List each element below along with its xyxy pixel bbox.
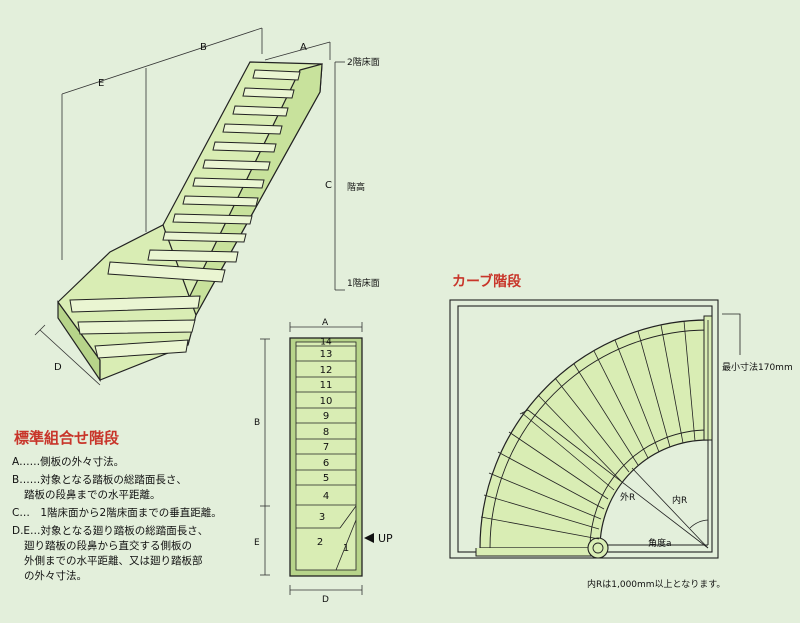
plan-step-1: 1 <box>343 543 349 554</box>
plan-step-6: 6 <box>323 458 329 469</box>
plan-step-5: 5 <box>323 473 329 484</box>
outer-radius-label: 外R <box>620 491 635 503</box>
floor2-label: 2階床面 <box>347 56 380 68</box>
plan-step-8: 8 <box>323 427 329 438</box>
iso-label-b: B <box>200 42 207 53</box>
floor-height-label: 階高 <box>347 181 365 193</box>
plan-step-9: 9 <box>323 411 329 422</box>
up-arrow-icon <box>364 533 374 543</box>
plan-step-13: 13 <box>320 349 333 360</box>
definition-de: D.E…対象となる廻り踏板の総踏面長さ、 廻り踏板の段鼻から直交する側板の 外側… <box>12 525 209 582</box>
floor1-label: 1階床面 <box>347 277 380 289</box>
plan-view <box>260 322 363 595</box>
definitions-legend: A……側板の外々寸法。 B……対象となる踏板の総踏面長さ、 踏板の段鼻までの水平… <box>12 455 282 587</box>
curve-stair <box>449 299 741 559</box>
definition-c: C… 1階床面から2階床面までの垂直距離。 <box>12 507 222 519</box>
iso-label-e: E <box>98 78 104 89</box>
iso-label-d: D <box>54 362 62 373</box>
up-label: UP <box>378 532 393 545</box>
plan-label-d: D <box>322 595 329 605</box>
iso-label-c: C <box>325 180 332 191</box>
plan-step-10: 10 <box>320 396 333 407</box>
plan-label-a: A <box>322 318 329 328</box>
plan-step-7: 7 <box>323 442 329 453</box>
standard-stair-title: 標準組合せ階段 <box>14 429 119 447</box>
plan-label-b: B <box>254 418 260 428</box>
plan-step-11: 11 <box>320 380 333 391</box>
plan-step-2: 2 <box>317 537 323 548</box>
plan-step-4: 4 <box>323 491 329 502</box>
inner-radius-label: 内R <box>672 494 687 506</box>
angle-label: 角度a <box>648 537 672 549</box>
definition-a: A……側板の外々寸法。 <box>12 456 125 468</box>
plan-label-e: E <box>254 538 260 548</box>
iso-label-a: A <box>300 42 307 53</box>
plan-step-12: 12 <box>320 365 333 376</box>
curve-stair-title: カーブ階段 <box>452 273 521 290</box>
definition-b: B……対象となる踏板の総踏面長さ、 踏板の段鼻までの水平距離。 <box>12 474 187 501</box>
plan-step-14: 14 <box>320 338 332 348</box>
min-dimension-label: 最小寸法170mm <box>722 361 793 373</box>
curve-note: 内Rは1,000mm以上となります。 <box>587 578 725 590</box>
plan-step-3: 3 <box>319 512 325 523</box>
isometric-stair <box>34 27 345 386</box>
